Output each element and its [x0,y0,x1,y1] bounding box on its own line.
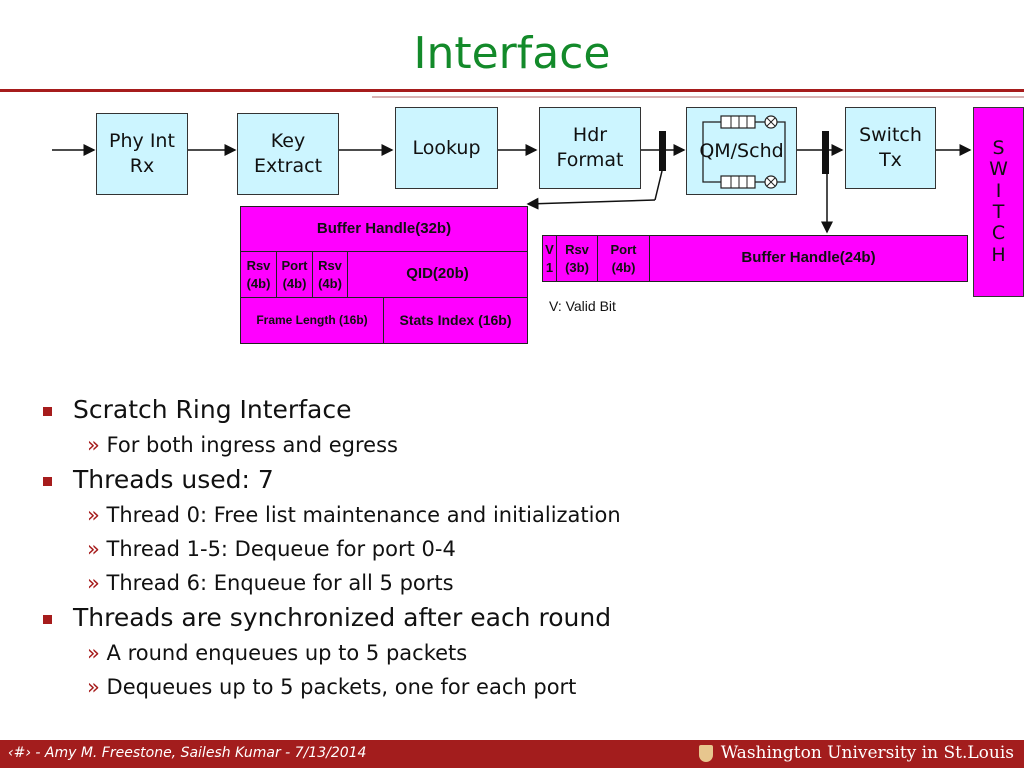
switch-block: S W I T C H [973,107,1024,297]
chevron-bullet-icon: » [87,675,107,699]
scratch-ring-ingress [659,131,666,171]
sub-bullet-item: » For both ingress and egress [40,428,1000,462]
title-rule-light [372,96,1024,98]
switch-tx-block: Switch Tx [845,107,936,189]
key-extract-block: Key Extract [237,113,339,195]
sub-bullet-item: » Dequeues up to 5 packets, one for each… [40,670,1000,704]
sub-bullet-item: » Thread 1-5: Dequeue for port 0-4 [40,532,1000,566]
chevron-bullet-icon: » [87,433,107,457]
ingress-frame-length-field: Frame Length (16b) [240,297,384,344]
sub-bullet-item: » A round enqueues up to 5 packets [40,636,1000,670]
sub-bullet-text: Thread 0: Free list maintenance and init… [106,503,621,527]
footer-bar: ‹#› - Amy M. Freestone, Sailesh Kumar - … [0,740,1024,768]
bullet-text: Scratch Ring Interface [73,395,352,424]
square-bullet-icon [43,615,52,624]
ingress-buffer-handle-field: Buffer Handle(32b) [240,206,528,252]
valid-bit-note: V: Valid Bit [549,298,616,314]
chevron-bullet-icon: » [87,641,107,665]
egress-rsv-field: Rsv (3b) [556,235,598,282]
arrow-ring-to-ingress-format [654,170,663,201]
queue-icon [702,115,786,189]
qm-schd-block: QM/Schd [686,107,797,195]
ingress-rsv1-field: Rsv (4b) [240,251,277,298]
footer-author-text: ‹#› - Amy M. Freestone, Sailesh Kumar - … [8,745,367,761]
ingress-stats-index-field: Stats Index (16b) [383,297,528,344]
egress-buffer-handle-field: Buffer Handle(24b) [649,235,968,282]
university-name: Washington University in St.Louis [720,743,1014,763]
ingress-rsv2-field: Rsv (4b) [312,251,348,298]
egress-valid-bit-field: V 1 [542,235,557,282]
ingress-port-field: Port (4b) [276,251,313,298]
scratch-ring-egress [822,131,829,174]
bullet-text: Threads used: 7 [73,465,274,494]
title-rule [0,89,1024,92]
slide-title: Interface [413,28,611,79]
bullet-list: Scratch Ring Interface » For both ingres… [40,392,1000,704]
phy-int-rx-block: Phy Int Rx [96,113,188,195]
qm-schd-label: QM/Schd [699,139,784,162]
bullet-item: Threads are synchronized after each roun… [40,600,1000,636]
sub-bullet-item: » Thread 0: Free list maintenance and in… [40,498,1000,532]
sub-bullet-item: » Thread 6: Enqueue for all 5 ports [40,566,1000,600]
square-bullet-icon [43,407,52,416]
chevron-bullet-icon: » [87,537,107,561]
bullet-item: Threads used: 7 [40,462,1000,498]
bullet-item: Scratch Ring Interface [40,392,1000,428]
sub-bullet-text: For both ingress and egress [106,433,398,457]
sub-bullet-text: A round enqueues up to 5 packets [106,641,468,665]
hdr-format-block: Hdr Format [539,107,641,189]
university-shield-icon [698,744,713,762]
chevron-bullet-icon: » [87,503,107,527]
university-logo: Washington University in St.Louis [698,743,1014,763]
sub-bullet-text: Dequeues up to 5 packets, one for each p… [106,675,577,699]
square-bullet-icon [43,477,52,486]
sub-bullet-text: Thread 6: Enqueue for all 5 ports [106,571,454,595]
chevron-bullet-icon: » [87,571,107,595]
sub-bullet-text: Thread 1-5: Dequeue for port 0-4 [106,537,456,561]
lookup-block: Lookup [395,107,498,189]
flow-connectors [52,131,972,234]
bullet-text: Threads are synchronized after each roun… [73,603,612,632]
ingress-qid-field: QID(20b) [347,251,528,298]
egress-port-field: Port (4b) [597,235,650,282]
arrow-ingress-format [526,197,656,210]
